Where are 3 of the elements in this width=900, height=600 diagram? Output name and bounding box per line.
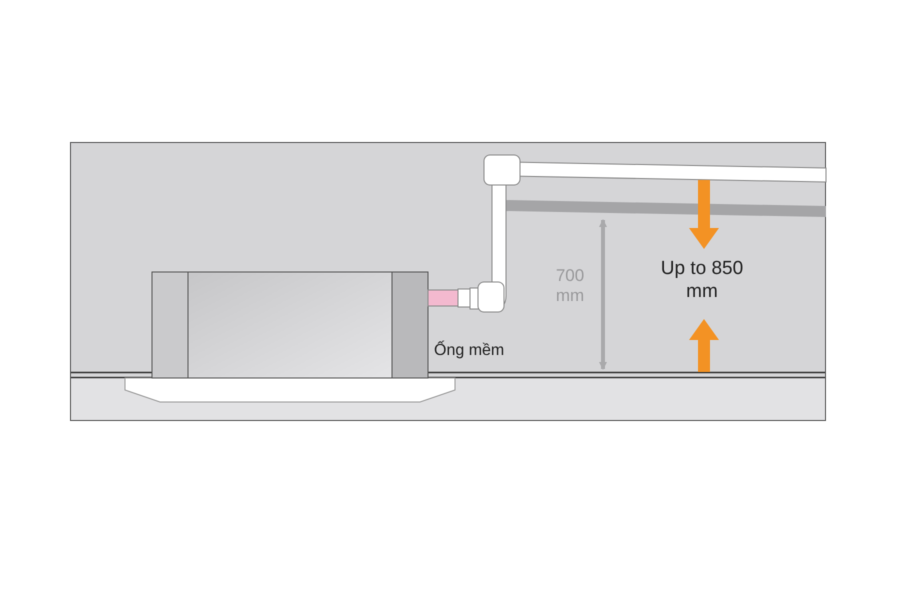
part-label: Ống mềm xyxy=(434,341,504,360)
dimension-label: 700 mm xyxy=(554,266,586,307)
dimension-label: Up to 850 mm xyxy=(660,258,744,304)
